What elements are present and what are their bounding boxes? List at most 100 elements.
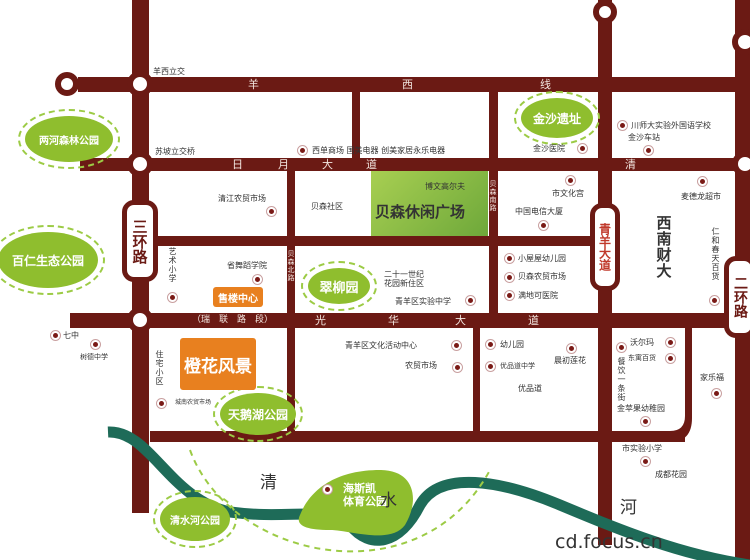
river-label: 清 [260, 473, 277, 493]
poi-marker-icon [465, 295, 476, 306]
golf-label: 博文高尔夫 [425, 182, 465, 191]
poi-marker-icon [90, 339, 101, 350]
poi-label: 住宅小区 [155, 350, 164, 386]
road-guanghua [70, 313, 740, 328]
plaza-label: 贝森休闲广场 [375, 203, 466, 221]
road-label: 贝森南路 [489, 180, 497, 212]
poi-marker-icon [709, 295, 720, 306]
poi-marker-icon [640, 456, 651, 467]
road-label: 道 [366, 158, 377, 171]
interchange-label: 苏坡立交桥 [155, 147, 195, 156]
poi-marker-icon [297, 145, 308, 156]
poi-label: 青羊区实验中学 [395, 297, 451, 306]
poi-label: 晨初莲花 [554, 356, 586, 365]
road-yangxi [78, 77, 750, 92]
park-jinsha[interactable]: 金沙遗址 [514, 91, 600, 145]
poi-marker-icon [485, 339, 496, 350]
poi-label: 市文化宫 [552, 189, 584, 198]
interchanges [55, 0, 750, 333]
road-v1 [287, 171, 295, 436]
poi-marker-icon [711, 388, 722, 399]
road-label: 清 [625, 158, 636, 171]
poi-label: 市实验小学 [622, 444, 662, 453]
poi-label: 城南农贸市场 [175, 399, 212, 406]
poi-marker-icon [640, 416, 651, 427]
poi-label: 东寓百货 [628, 354, 656, 362]
road-label: 西 [402, 78, 413, 91]
poi-label: 金沙医院 [533, 144, 565, 153]
poi-label: 贝森社区 [311, 202, 343, 211]
road-label: 线 [540, 78, 551, 91]
poi-label: 中国电信大厦 [515, 207, 563, 216]
road-label: 光 [315, 314, 326, 327]
poi-marker-icon [322, 484, 333, 495]
road-label: 贝森北路 [287, 250, 295, 282]
poi-marker-icon [565, 175, 576, 186]
poi-label: 成都花园 [655, 470, 687, 479]
park-qingshuihe[interactable]: 清水河公园 [153, 490, 237, 548]
road-sign-erhuan: 二环路 [724, 256, 750, 338]
poi-label: 青羊区文化活动中心 [345, 341, 417, 350]
poi-label: 农贸市场 [405, 361, 437, 370]
road-v3 [473, 328, 480, 436]
road-mid [150, 236, 605, 246]
poi-label: 幼儿园 [500, 340, 524, 349]
poi-marker-icon [252, 274, 263, 285]
poi-label: 艺术小学 [168, 247, 177, 283]
park-cuiliu[interactable]: 翠柳园 [301, 261, 377, 311]
poi-label: 优品道中学 [500, 362, 535, 370]
poi-label: 树德中学 [80, 353, 108, 361]
park-bairen[interactable]: 百仁生态公园 [0, 225, 105, 295]
poi-label: 麦德龙超市 [681, 192, 721, 201]
poi-label: 满地可医院 [518, 291, 558, 300]
poi-label: 川师大实验外国语学校 [631, 121, 711, 130]
park-haisikai[interactable]: 海斯凯 体育公园 [343, 482, 387, 509]
poi-marker-icon [50, 330, 61, 341]
poi-label: 餐饮一条街 [617, 357, 626, 402]
poi-label: 金沙车站 [628, 133, 660, 142]
roundabout-east [732, 151, 750, 177]
sales-center[interactable]: 售楼中心 [213, 287, 263, 307]
poi-label: 仁和春天百货 [711, 227, 720, 281]
park-tiane[interactable]: 天鹅湖公园 [213, 386, 303, 442]
poi-marker-icon [617, 120, 628, 131]
watermark: cd.focus.cn [555, 531, 663, 553]
road-lower [150, 431, 685, 442]
poi-label: 优品道 [518, 384, 542, 393]
poi-label: 省舞蹈学院 [227, 261, 267, 270]
road-sign-sanhuan: 三环路 [122, 200, 158, 282]
poi-label: 小屋屋幼儿园 [518, 254, 566, 263]
interchange-label: 羊西立交 [153, 67, 185, 76]
poi-marker-icon [697, 176, 708, 187]
road-label: 大 [455, 314, 466, 327]
poi-marker-icon [485, 361, 496, 372]
road-label: 道 [528, 314, 539, 327]
poi-label: 七中 [63, 331, 79, 340]
park-lianghe[interactable]: 两河森林公园 [18, 109, 120, 169]
poi-marker-icon [266, 206, 277, 217]
poi-marker-icon [451, 340, 462, 351]
xinan-caida-label: 西南财大 [654, 215, 673, 279]
poi-label: 贝森农贸市场 [518, 272, 566, 281]
poi-marker-icon [167, 292, 178, 303]
poi-label: 家乐福 [700, 373, 724, 382]
road-riyue [80, 158, 740, 171]
road-label: 华 [388, 314, 399, 327]
road-sign-qingyang: 青羊大道 [590, 203, 620, 291]
poi-marker-icon [504, 290, 515, 301]
poi-marker-icon [665, 337, 676, 348]
poi-marker-icon [577, 143, 588, 154]
poi-marker-icon [538, 220, 549, 231]
road-label: 月 [278, 158, 289, 171]
project-chenghua[interactable]: 橙花风景 [180, 338, 256, 390]
poi-label: 西单商场 国美电器 创美家居永乐电器 [312, 146, 446, 155]
poi-marker-icon [643, 145, 654, 156]
road-beisen-south [489, 92, 498, 314]
river-label: 水 [380, 491, 397, 511]
road-label: 羊 [248, 78, 259, 91]
road-label: 日 [232, 158, 243, 171]
poi-label: 沃尔玛 [630, 338, 654, 347]
beisen-plaza[interactable]: 博文高尔夫 贝森休闲广场 [371, 171, 488, 236]
